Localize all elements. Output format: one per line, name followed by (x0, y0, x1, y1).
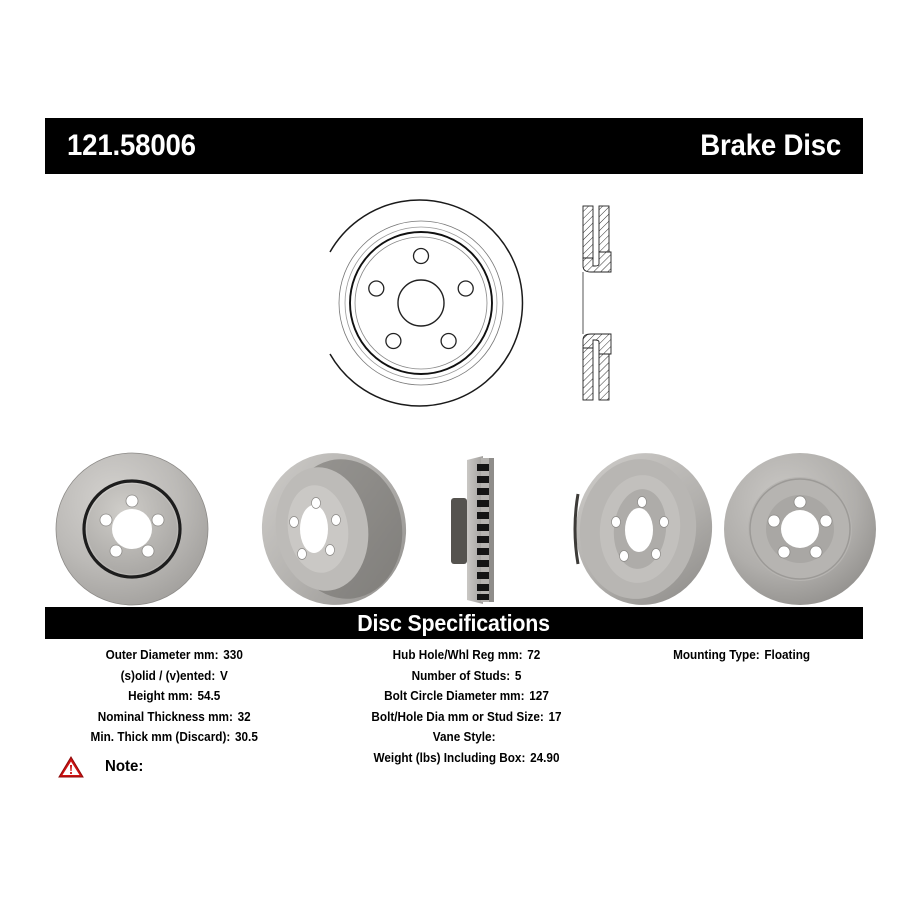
spec-row: Mounting Type: Floating (615, 645, 856, 666)
disc-face-line-drawing (308, 190, 534, 416)
spec-value: 127 (529, 689, 549, 703)
part-number: 121.58006 (67, 129, 196, 162)
spec-row: Weight (lbs) Including Box: 24.90 (334, 748, 598, 769)
spec-label: Hub Hole/Whl Reg mm: (392, 648, 523, 662)
spec-row: Bolt/Hole Dia mm or Stud Size: 17 (334, 707, 598, 728)
specs-header-bar: Disc Specifications (45, 607, 863, 639)
photo-angled-hat (248, 450, 416, 608)
specs-title: Disc Specifications (357, 609, 551, 636)
spec-row: Nominal Thickness mm: 32 (53, 707, 317, 728)
spec-row: Height mm: 54.5 (53, 686, 317, 707)
spec-label: (s)olid / (v)ented: (120, 668, 216, 683)
spec-label: Vane Style: (432, 730, 496, 744)
warning-triangle-icon (58, 755, 84, 779)
spec-column-3: Mounting Type: Floating (607, 645, 863, 666)
spec-value: V (219, 668, 228, 683)
spec-value: 330 (223, 648, 243, 662)
spec-value: 54.5 (197, 689, 221, 703)
spec-label: Min. Thick mm (Discard): (90, 730, 231, 744)
spec-row: Outer Diameter mm: 330 (53, 645, 317, 666)
spec-column-1: Outer Diameter mm: 330 (s)olid / (v)ented:… (45, 645, 326, 748)
spec-row: Min. Thick mm (Discard):30.5 (53, 727, 317, 748)
note-label: Note: (105, 758, 144, 775)
spec-value: 5 (514, 668, 522, 683)
spec-label: Mounting Type: (673, 648, 760, 662)
spec-value (495, 727, 500, 748)
spec-label: Number of Studs: (411, 668, 511, 683)
spec-label: Nominal Thickness mm: (97, 709, 233, 724)
spec-value: Floating (764, 648, 811, 662)
header-bar: 121.58006 Brake Disc (45, 118, 863, 174)
spec-label: Outer Diameter mm: (105, 648, 219, 662)
spec-value: 17 (548, 709, 562, 724)
spec-row: Vane Style: (334, 727, 598, 748)
spec-row: Bolt Circle Diameter mm: 127 (334, 686, 598, 707)
spec-row: Hub Hole/Whl Reg mm: 72 (334, 645, 598, 666)
spec-row: (s)olid / (v)ented:V (53, 666, 317, 687)
spec-value: 32 (237, 709, 251, 724)
photo-three-quarter (566, 450, 726, 608)
spec-table: Outer Diameter mm: 330 (s)olid / (v)ented:… (45, 645, 863, 768)
disc-cross-section-line-drawing (567, 192, 663, 414)
photo-front-face (48, 450, 216, 608)
spec-value: 72 (527, 648, 541, 662)
product-type: Brake Disc (700, 129, 841, 162)
spec-row: Number of Studs:5 (334, 666, 598, 687)
spec-label: Bolt/Hole Dia mm or Stud Size: (371, 709, 544, 724)
spec-value: 24.90 (530, 750, 560, 765)
photo-edge-vents (437, 452, 533, 608)
note-row: Note: (58, 755, 146, 779)
spec-label: Bolt Circle Diameter mm: (384, 689, 525, 703)
photo-rear-face (716, 450, 884, 608)
spec-value: 30.5 (234, 730, 258, 744)
spec-label: Height mm: (128, 689, 193, 703)
spec-label: Weight (lbs) Including Box: (373, 750, 526, 765)
